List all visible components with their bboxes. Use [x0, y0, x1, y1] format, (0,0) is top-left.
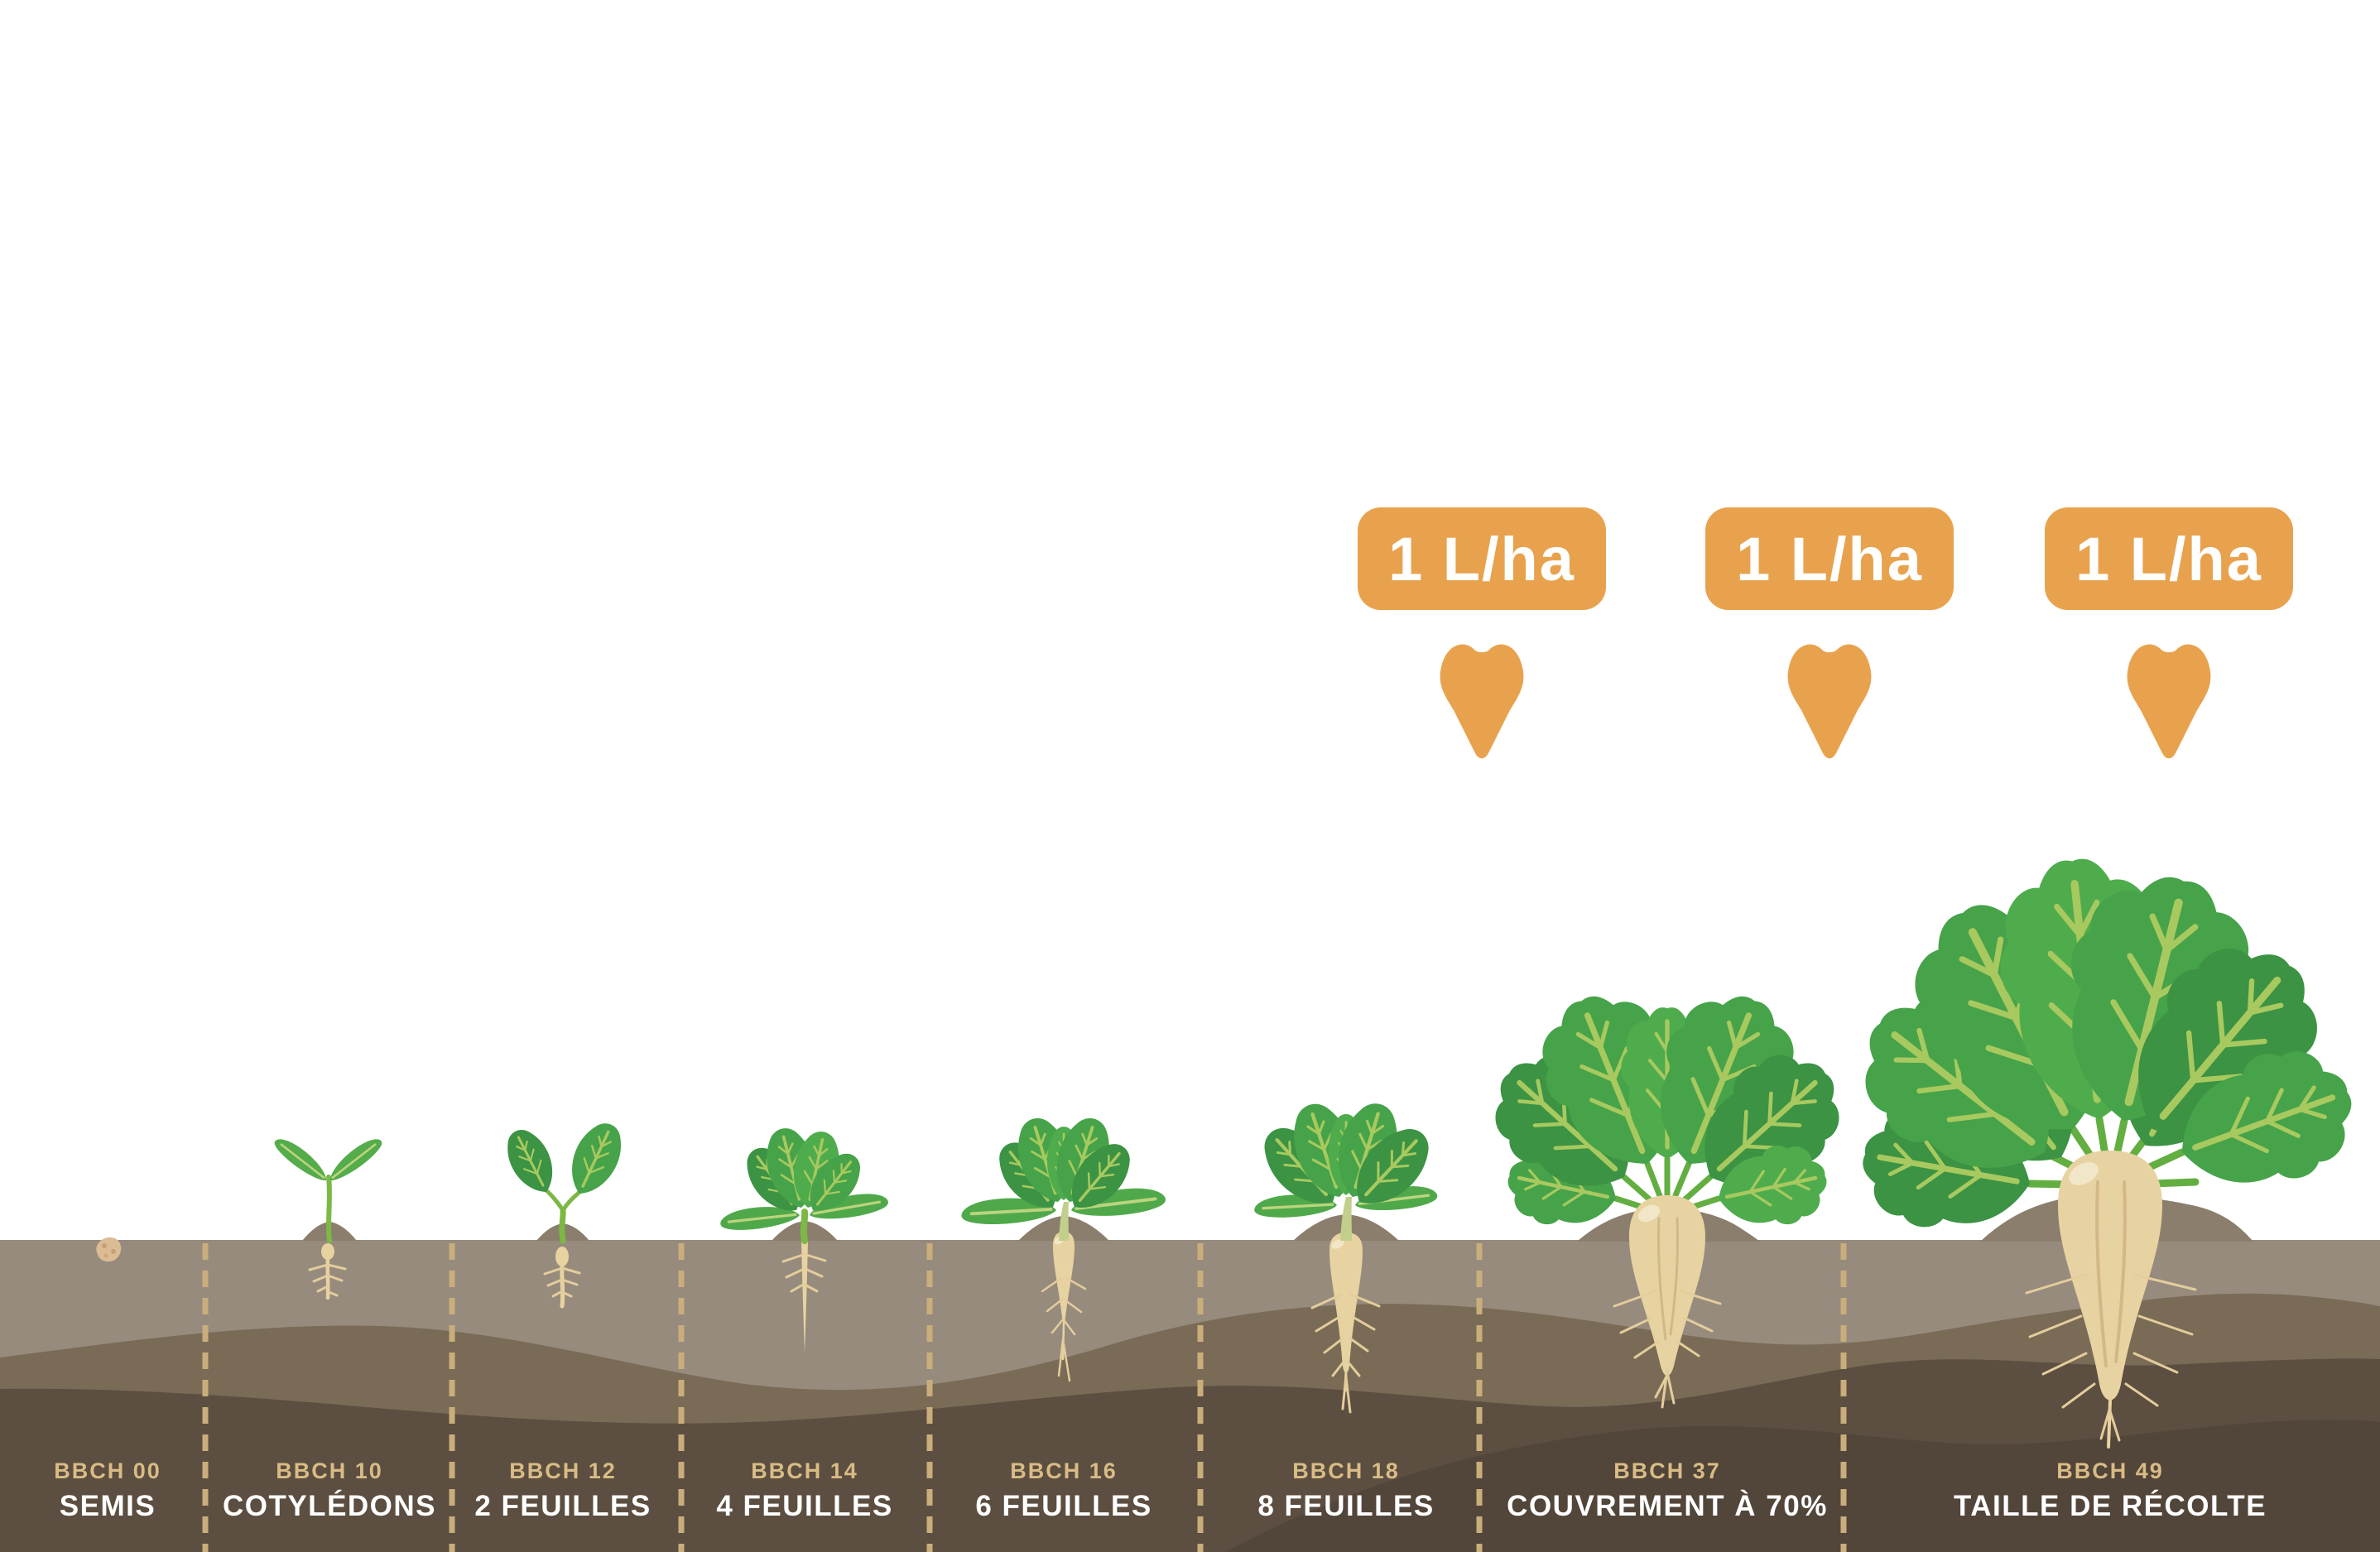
stage-name: COUVREMENT À 70% [1507, 1490, 1828, 1522]
plant-bbch-10 [269, 1132, 387, 1300]
stage-label-bbch-16: BBCH 16 6 FEUILLES [975, 1458, 1152, 1523]
application-arrow-icon [2127, 644, 2211, 759]
application-arrow-icon [1440, 644, 1524, 759]
seed-bbch-00 [96, 1237, 122, 1262]
soil-cross-section [0, 1240, 2380, 1552]
stage-name: 4 FEUILLES [716, 1490, 893, 1522]
stage-label-bbch-12: BBCH 12 2 FEUILLES [474, 1458, 651, 1523]
stage-name: 2 FEUILLES [474, 1490, 651, 1522]
stage-name: 8 FEUILLES [1257, 1490, 1435, 1522]
stage-code: BBCH 12 [509, 1458, 617, 1483]
stage-name: SEMIS [59, 1490, 156, 1522]
application-rate-badge: 1 L/ha [1358, 507, 1606, 610]
plant-bbch-37 [1470, 976, 1863, 1409]
stage-label-bbch-49: BBCH 49 TAILLE DE RÉCOLTE [1954, 1458, 2267, 1523]
stage-label-bbch-10: BBCH 10 COTYLÉDONS [223, 1458, 436, 1523]
application-rate-badge: 1 L/ha [1705, 507, 1954, 610]
application-arrow-icon [1787, 644, 1872, 759]
stage-code: BBCH 14 [751, 1458, 858, 1483]
plant-bbch-18 [1251, 1097, 1442, 1414]
stage-code: BBCH 16 [1010, 1458, 1118, 1483]
stage-name: TAILLE DE RÉCOLTE [1953, 1490, 2267, 1522]
stage-code: BBCH 37 [1613, 1458, 1721, 1483]
application-rate-badge: 1 L/ha [2045, 507, 2293, 610]
plant-bbch-14 [717, 1122, 892, 1353]
stage-label-bbch-37: BBCH 37 COUVREMENT À 70% [1507, 1458, 1828, 1523]
stage-code: BBCH 18 [1292, 1458, 1400, 1483]
stage-label-bbch-14: BBCH 14 4 FEUILLES [716, 1458, 892, 1523]
stage-dividers [202, 1243, 1847, 1552]
stage-code: BBCH 49 [2056, 1458, 2164, 1483]
stage-name: COTYLÉDONS [222, 1490, 437, 1522]
plant-bbch-12 [497, 1114, 633, 1309]
stage-name: 6 FEUILLES [975, 1490, 1152, 1522]
plant-bbch-49 [1832, 851, 2370, 1449]
stage-label-bbch-18: BBCH 18 8 FEUILLES [1257, 1458, 1434, 1523]
stage-label-bbch-00: BBCH 00 SEMIS [54, 1458, 161, 1523]
stage-code: BBCH 10 [276, 1458, 383, 1483]
plant-bbch-16 [959, 1110, 1169, 1382]
stage-code: BBCH 00 [54, 1458, 161, 1483]
soil-layer-deepest [1225, 1420, 2380, 1552]
